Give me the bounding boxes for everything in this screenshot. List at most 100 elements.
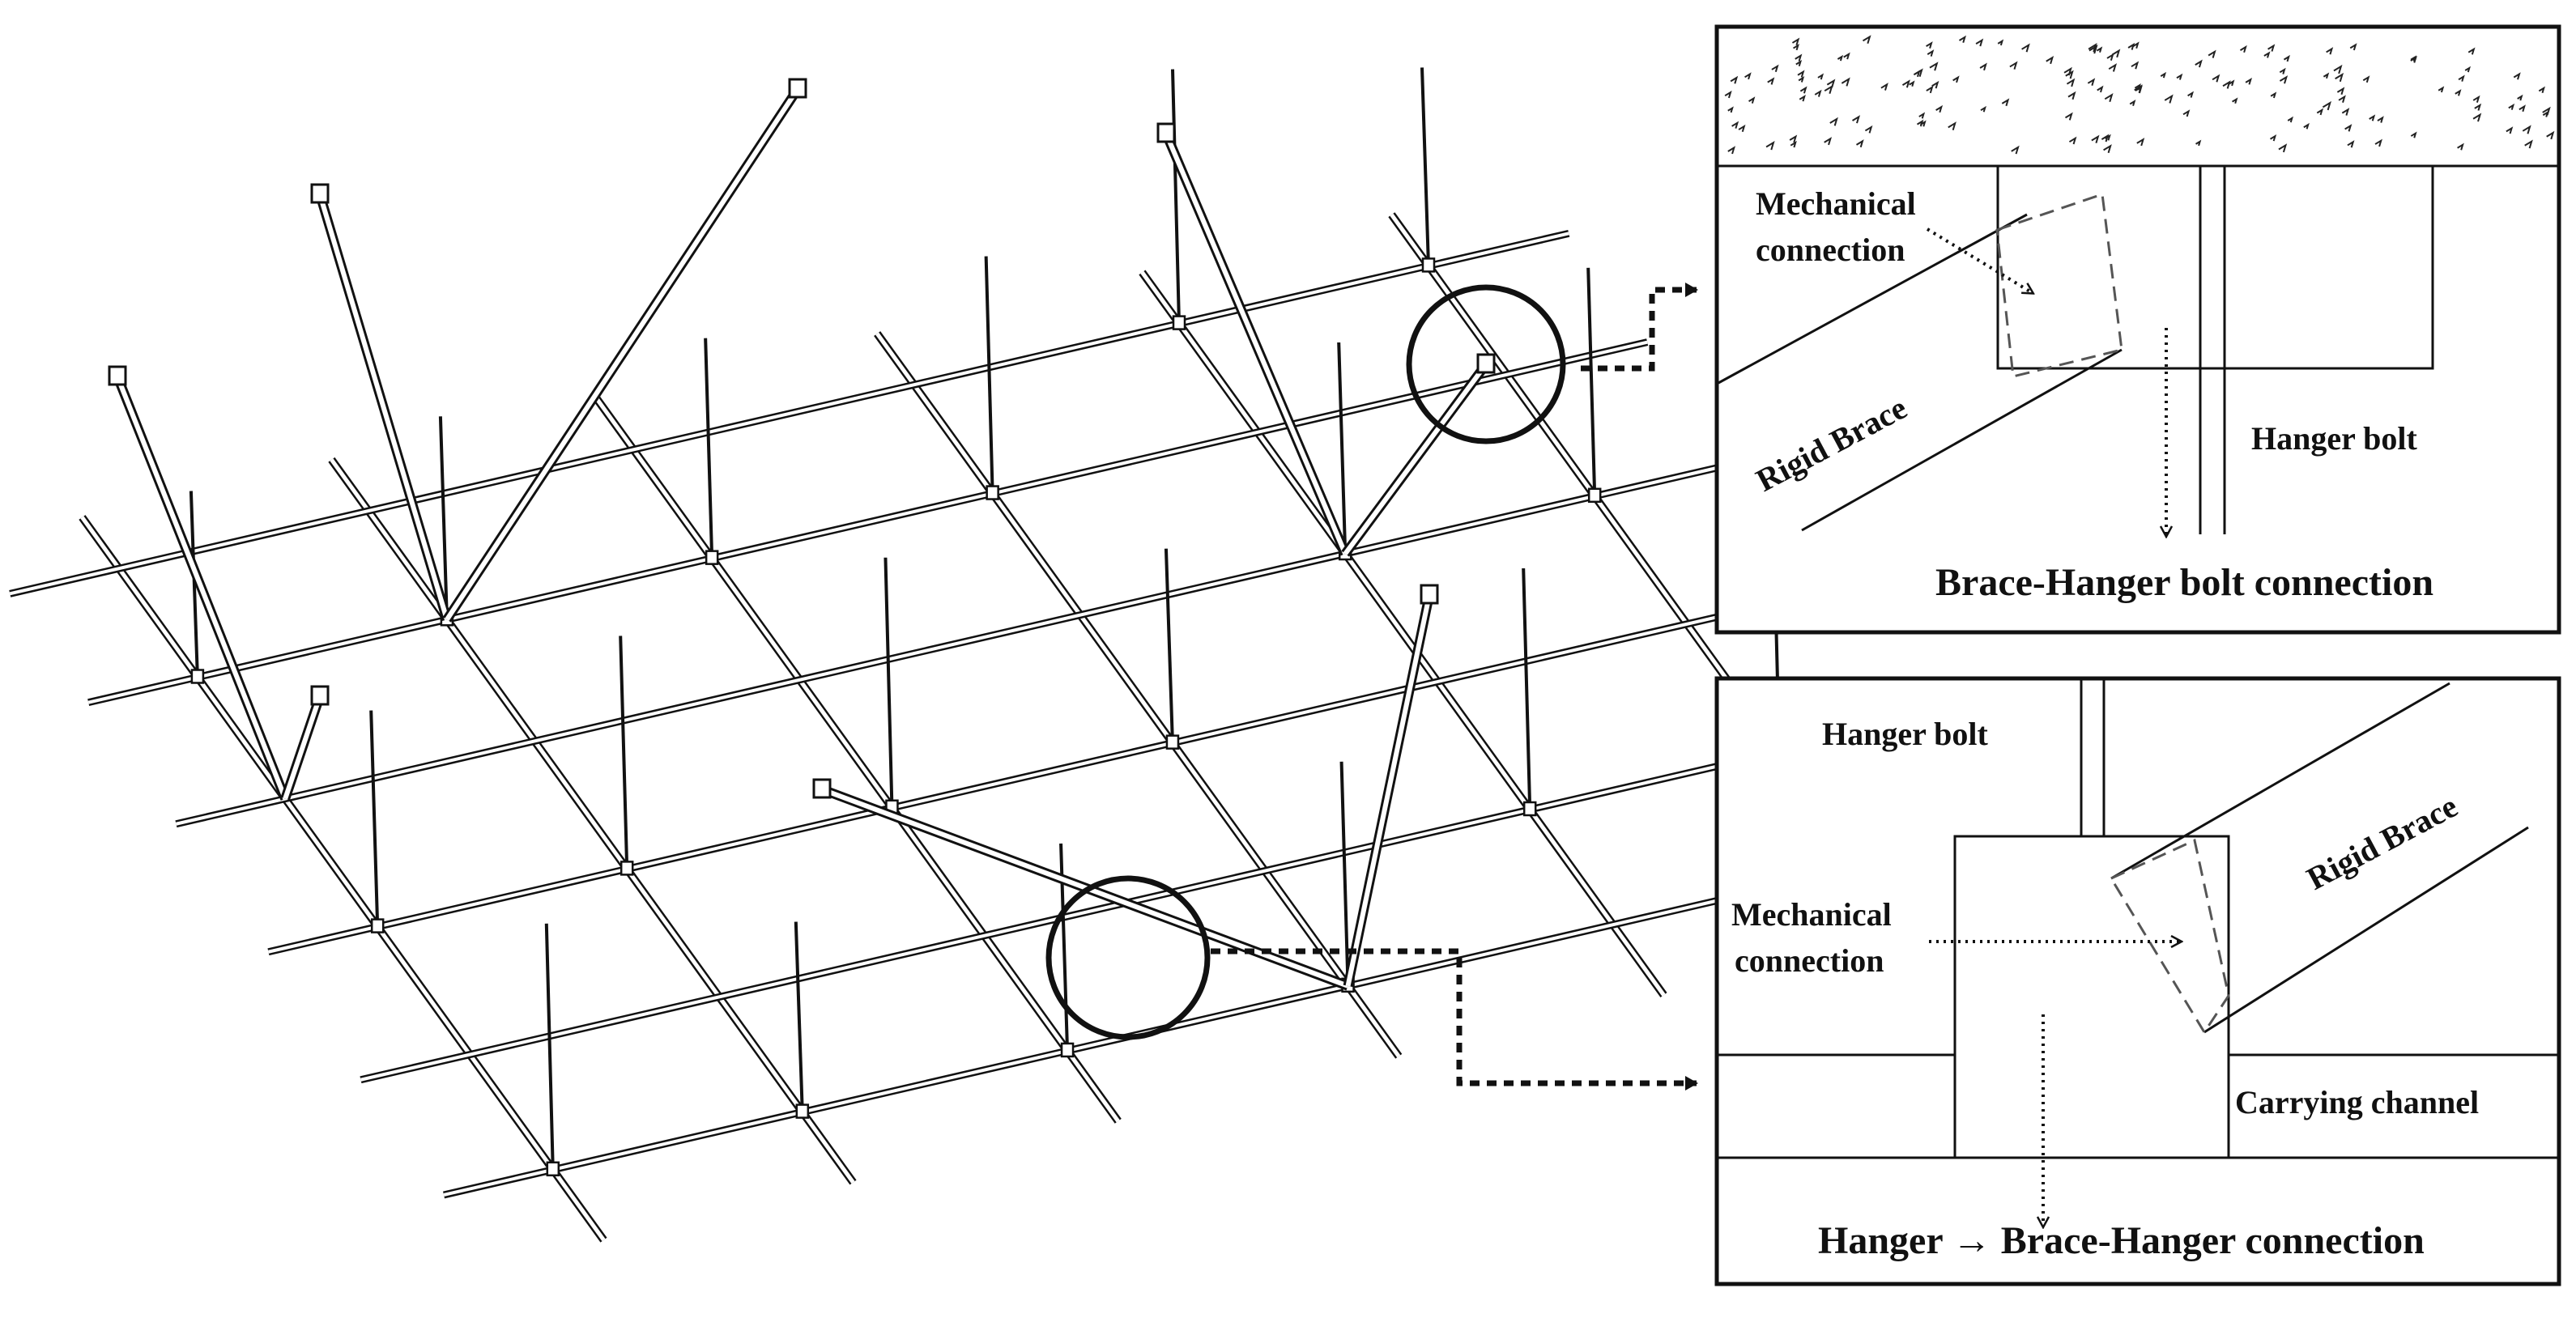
concrete-aggregate	[2164, 94, 2174, 104]
concrete-aggregate	[1789, 134, 1798, 143]
concrete-aggregate	[2239, 45, 2247, 53]
concrete-aggregate	[2182, 109, 2191, 117]
concrete-aggregate	[2160, 71, 2167, 79]
rigid-brace-core-2	[1164, 132, 1348, 555]
concrete-aggregate	[1926, 41, 1933, 49]
ceiling-grid-isometric	[9, 67, 2004, 1243]
concrete-aggregate	[2108, 63, 2118, 72]
brace-clip-0	[310, 183, 330, 204]
rigid-brace-core-5	[283, 695, 322, 800]
concrete-aggregate	[2546, 130, 2555, 140]
concrete-aggregate	[1738, 124, 1746, 133]
concrete-aggregate	[1958, 35, 1966, 44]
concrete-aggregate	[1948, 121, 1956, 130]
concrete-aggregate	[2127, 42, 2135, 50]
concrete-aggregate	[2542, 110, 2549, 117]
concrete-aggregate	[1824, 137, 1833, 146]
hanger-wire-0	[189, 491, 199, 678]
concrete-aggregate	[2087, 78, 2096, 86]
concrete-aggregate	[2344, 124, 2352, 132]
cross-tee-2-core	[175, 461, 1735, 826]
cross-tee-1-core	[87, 340, 1648, 704]
connector-plate	[1953, 835, 2230, 1159]
panel-top-frame	[1714, 24, 2561, 635]
main-runner-1-core	[330, 458, 855, 1184]
brace-clip-4	[108, 365, 127, 386]
concrete-aggregate	[2001, 98, 2010, 107]
concrete-aggregate	[2464, 66, 2471, 73]
hanger-wire-6	[704, 338, 714, 559]
caption-top: Brace-Hanger bolt connection	[1935, 561, 2433, 604]
anchor-plate	[1996, 164, 2434, 370]
concrete-aggregate	[1790, 140, 1797, 148]
concrete-aggregate	[2303, 122, 2310, 130]
concrete-aggregate	[2333, 64, 2343, 74]
concrete-aggregate	[1814, 89, 1822, 97]
concrete-aggregate	[2467, 47, 2476, 55]
label-hanger-bolt-top: Hanger bolt	[2251, 420, 2418, 457]
concrete-aggregate	[2066, 78, 2076, 87]
concrete-aggregate	[1829, 117, 1838, 126]
hanger-clip-12	[1172, 315, 1186, 330]
hanger-clip-6	[705, 550, 719, 565]
label-mechanical-top-1: Mechanical	[1756, 185, 1916, 222]
hanger-wire-2	[544, 923, 555, 1170]
hanger-wire-10	[1164, 548, 1174, 743]
brace-clip-2	[1156, 122, 1176, 143]
concrete-aggregate	[2064, 112, 2073, 121]
concrete-aggregate	[2228, 79, 2235, 87]
callout-bottom	[1045, 875, 1698, 1091]
concrete-aggregate	[1748, 96, 1756, 104]
concrete-aggregate	[2336, 87, 2345, 96]
hanger-clip-14	[1522, 801, 1537, 817]
hanger-wire-9	[984, 256, 994, 494]
hanger-clip-16	[1587, 487, 1602, 504]
hanger-clip-4	[620, 861, 634, 876]
rigid-brace-core-4	[115, 375, 287, 800]
concrete-aggregate	[2474, 103, 2482, 111]
concrete-aggregate	[2088, 43, 2097, 53]
concrete-aggregate	[1852, 115, 1861, 124]
cross-tee-3-core	[267, 589, 1828, 954]
concrete-aggregate	[1724, 90, 1732, 99]
brace-clip-7	[1420, 584, 1439, 605]
concrete-aggregate	[1931, 80, 1939, 89]
concrete-aggregate	[1767, 77, 1775, 85]
mechanical-connection-arrow-top	[1926, 227, 2033, 293]
mechanical-connection-box	[1995, 192, 2123, 378]
concrete-aggregate	[2046, 55, 2054, 65]
concrete-aggregate	[2369, 114, 2376, 121]
concrete-aggregate	[1862, 35, 1871, 45]
detail-panel-bottom: Hanger bolt Mechanical connection Rigid …	[1714, 676, 2561, 1286]
hanger-clip-10	[1165, 734, 1180, 750]
concrete-aggregate	[2135, 85, 2143, 94]
concrete-aggregate	[1771, 64, 1779, 73]
concrete-aggregate	[2283, 54, 2290, 62]
concrete-aggregate	[2106, 53, 2114, 61]
concrete-aggregate	[1826, 79, 1836, 88]
concrete-aggregate	[2524, 139, 2533, 149]
hanger-wire-12	[1171, 69, 1181, 324]
concrete-aggregate	[1880, 83, 1888, 91]
concrete-aggregate	[1791, 37, 1800, 46]
concrete-aggregate	[1727, 146, 1735, 155]
concrete-aggregate	[2129, 100, 2136, 106]
callout-top	[1406, 283, 1698, 444]
concrete-aggregate	[2088, 44, 2098, 54]
concrete-aggregate	[2132, 41, 2140, 49]
concrete-aggregate	[1855, 139, 1864, 148]
concrete-aggregate	[2347, 140, 2355, 148]
concrete-aggregate	[2322, 100, 2331, 111]
caption-bottom: Hanger → Brace-Hanger connection	[1818, 1219, 2425, 1262]
label-mechanical-bottom-1: Mechanical	[1731, 896, 1892, 933]
concrete-aggregate	[1929, 62, 1939, 71]
hanger-clip-9	[986, 485, 999, 500]
hanger-clip-15	[1421, 257, 1436, 273]
concrete-aggregate	[2267, 44, 2276, 52]
concrete-aggregate	[2195, 59, 2203, 68]
concrete-aggregate	[1935, 104, 1944, 113]
hanger-wire-15	[1420, 67, 1430, 266]
concrete-aggregate	[1837, 54, 1844, 62]
